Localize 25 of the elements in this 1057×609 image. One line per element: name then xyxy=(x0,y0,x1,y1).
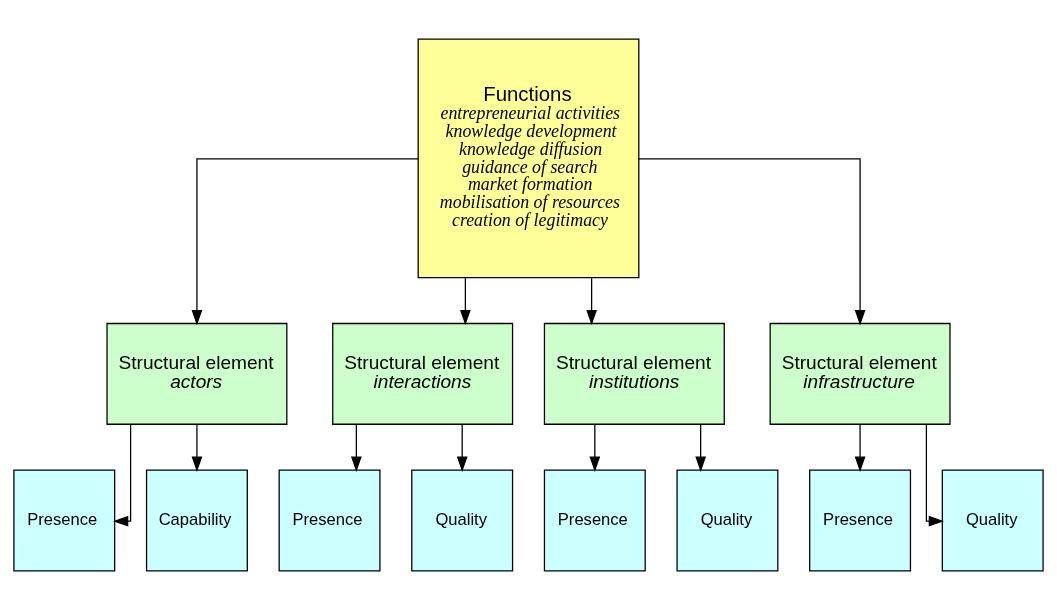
node-box: Quality xyxy=(941,469,1044,572)
node-box: Structural element actors xyxy=(106,322,288,425)
arrow xyxy=(586,276,597,325)
arrow xyxy=(456,423,468,472)
node-box: Presence xyxy=(809,469,912,572)
node-box: Functions entrepreneurial activities knowledge development knowledge diffusion guidance of search market formation mobilisation of resources creation of legitimacy xyxy=(417,37,640,278)
node-box: Structural element institutions xyxy=(543,322,725,425)
arrow xyxy=(695,423,707,472)
node-box: Quality xyxy=(411,469,514,572)
arrow xyxy=(854,423,866,472)
node-box: Presence xyxy=(543,469,646,572)
node-box: Structural element interactions xyxy=(332,322,514,425)
arrow xyxy=(925,423,945,527)
arrow xyxy=(638,157,866,325)
arrow xyxy=(112,423,132,527)
node-box: Presence xyxy=(13,469,116,572)
arrow xyxy=(191,423,203,472)
arrow xyxy=(191,157,419,325)
node-box: Presence xyxy=(278,469,381,572)
node-box: Quality xyxy=(676,469,779,572)
arrow xyxy=(460,276,471,325)
node-box: Structural element infrastructure xyxy=(769,322,951,425)
arrow xyxy=(350,423,362,472)
arrow xyxy=(589,423,601,472)
node-box: Capability xyxy=(145,469,248,572)
